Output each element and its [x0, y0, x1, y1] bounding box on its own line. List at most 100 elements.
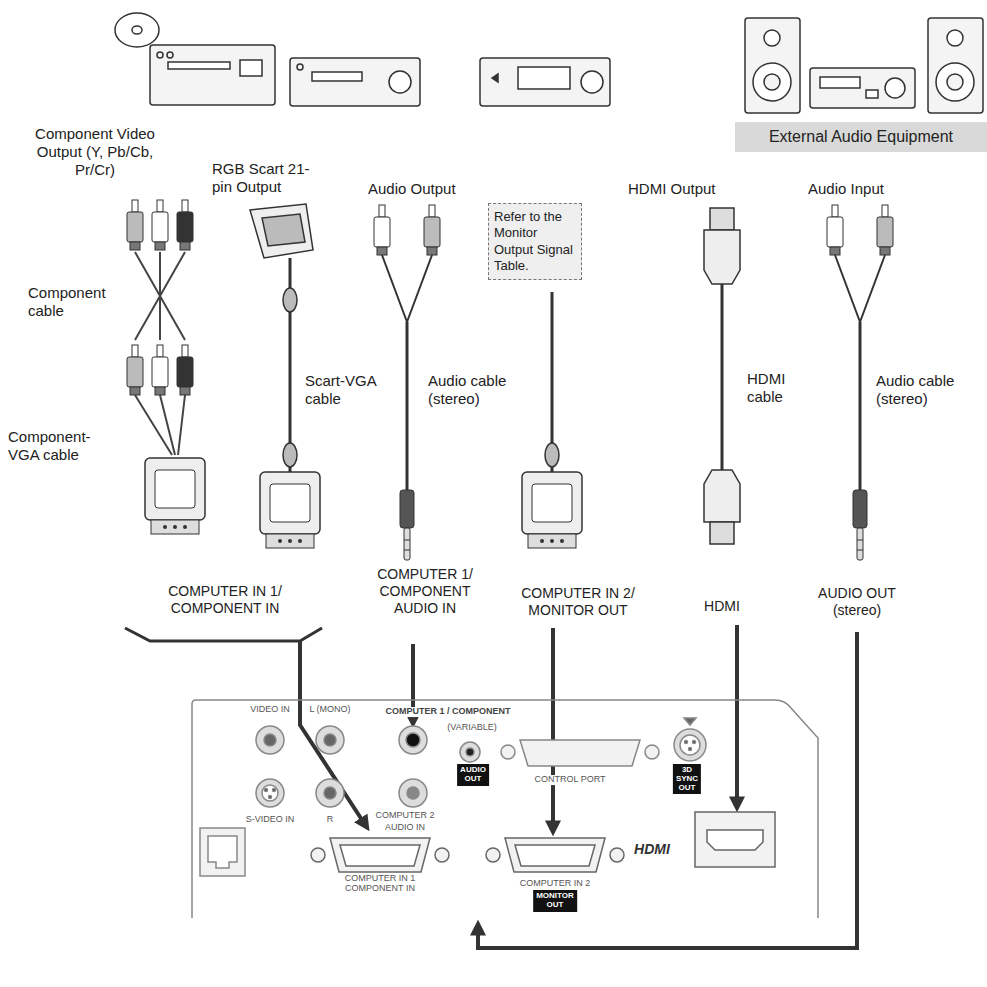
- scart-cable: [262, 214, 305, 246]
- connection-arrow: [300, 625, 857, 948]
- connector-label: HDMI: [692, 598, 752, 615]
- video-device: [518, 67, 570, 89]
- panel-jack: [256, 718, 706, 807]
- connector-label: COMPUTER IN 1/ COMPONENT IN: [140, 583, 310, 617]
- port-label: COMPUTER 1 / COMPONENT: [384, 707, 511, 717]
- vcr: [290, 58, 420, 106]
- amplifier: [820, 77, 860, 88]
- vga-port: [435, 848, 449, 862]
- connection-arrow: [735, 625, 739, 806]
- hdmi-port: [695, 812, 775, 867]
- panel-jack: [324, 787, 336, 799]
- caption-label: Audio cable (stereo): [428, 372, 524, 408]
- speaker: [936, 63, 974, 101]
- panel-outline: [192, 700, 818, 918]
- disc: [115, 13, 159, 47]
- control-port: [645, 745, 659, 759]
- vga-plug: [260, 472, 320, 548]
- rca-plug: [424, 205, 440, 255]
- port-tag: MONITOR OUT: [533, 890, 577, 912]
- panel-jack: [680, 735, 700, 755]
- caption-label: Component Video Output (Y, Pb/Cb, Pr/Cr): [25, 125, 165, 179]
- dvd-player: [150, 45, 275, 105]
- node-text: AUDIO OUT: [460, 766, 486, 784]
- panel-jack: [689, 748, 692, 751]
- connector-label: COMPUTER 1/ COMPONENT AUDIO IN: [365, 566, 485, 616]
- lan-port: [200, 828, 245, 876]
- control-port: [501, 740, 659, 766]
- rca-plug: [127, 345, 143, 395]
- bracket: [125, 628, 322, 641]
- component-cable: [135, 252, 185, 340]
- caption-label: HDMI Output: [628, 180, 716, 198]
- panel-jack: [273, 789, 276, 792]
- hdmi-cable: [710, 522, 734, 544]
- hdmi-cable: [704, 470, 740, 522]
- audio-cable: [382, 255, 885, 490]
- audio-cable: [859, 322, 862, 490]
- port-label: S-VIDEO IN: [245, 815, 296, 825]
- vga-plug: [145, 458, 205, 534]
- control-port: [520, 740, 640, 766]
- caption-label: RGB Scart 21-pin Output: [212, 160, 327, 196]
- node-text: Refer to the Monitor Output Signal Table…: [494, 209, 576, 274]
- audio-cable: [406, 322, 409, 490]
- amplifier: [885, 78, 905, 98]
- disc: [132, 26, 142, 34]
- rca-plug: [827, 205, 843, 255]
- vga-plug: [522, 472, 582, 548]
- panel-jack: [316, 726, 344, 754]
- port-label: (VARIABLE): [446, 723, 497, 733]
- speaker: [928, 18, 983, 113]
- hdmi-cable: [710, 208, 734, 230]
- component-cable: [135, 395, 185, 455]
- dvd-player: [167, 52, 173, 58]
- port-label: HDMI: [633, 842, 671, 857]
- disc: [115, 13, 159, 47]
- vga-port: [515, 845, 595, 866]
- vga-port: [311, 848, 325, 862]
- panel-jack: [407, 787, 419, 799]
- connector-label: COMPUTER IN 2/ MONITOR OUT: [503, 585, 653, 619]
- caption-label: Audio cable (stereo): [876, 372, 972, 408]
- speaker: [753, 63, 791, 101]
- panel-jack: [466, 748, 474, 756]
- port-label: L (MONO): [308, 705, 351, 715]
- lan-port: [208, 836, 237, 868]
- panel-jack: [256, 726, 284, 754]
- panel-jack: [324, 734, 336, 746]
- panel-jack: [693, 741, 696, 744]
- video-device: [581, 71, 603, 93]
- bracket: [125, 628, 322, 641]
- hdmi-cable: [704, 230, 740, 284]
- mini-jack-plug: [853, 490, 867, 560]
- port-label: AUDIO IN: [384, 823, 426, 833]
- vcr: [312, 72, 362, 81]
- monitor-cable: [545, 443, 559, 467]
- hdmi-cable: [721, 280, 724, 470]
- mini-jack-plug: [400, 490, 414, 560]
- mini-jack-plug: [400, 490, 867, 560]
- panel-jack: [406, 733, 420, 747]
- connection-arrow: [478, 632, 857, 948]
- lan-port: [200, 828, 245, 876]
- rca-plug: [177, 200, 193, 250]
- speaker: [764, 30, 780, 46]
- connection-arrow: [551, 628, 555, 830]
- amplifier: [866, 90, 878, 98]
- vcr: [389, 71, 411, 93]
- vcr: [290, 58, 420, 106]
- vga-port: [486, 848, 500, 862]
- node-text: MONITOR OUT: [536, 892, 574, 910]
- dvd-player: [150, 45, 275, 105]
- rca-plug: [877, 205, 893, 255]
- panel-outline: [190, 698, 822, 918]
- rca-plug: [127, 200, 893, 395]
- scart-cable: [283, 288, 297, 312]
- panel-jack: [269, 796, 272, 799]
- port-label: COMPUTER 2: [374, 811, 435, 821]
- video-device: [492, 74, 498, 82]
- vga-port: [610, 848, 624, 862]
- port-label: R: [326, 815, 335, 825]
- panel-jack: [264, 734, 276, 746]
